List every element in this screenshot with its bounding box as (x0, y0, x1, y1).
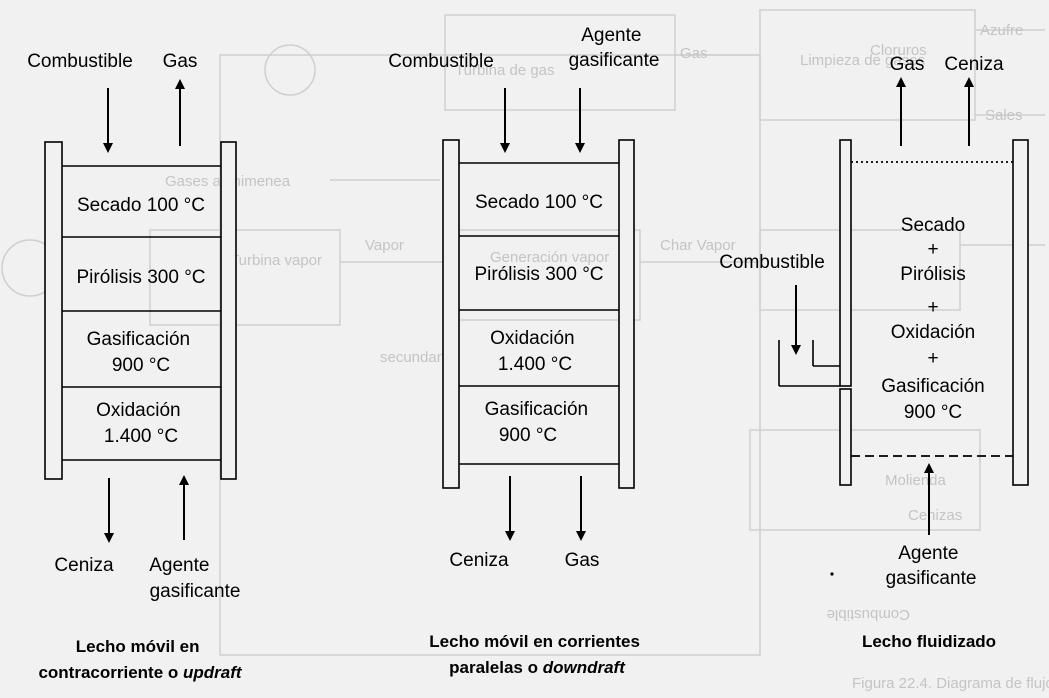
fluidized-agent-line-2: gasificante (886, 568, 977, 589)
ghost-limpieza: Limpieza de gases (800, 52, 925, 69)
fluidized-bed-gasifier: Combustible Gas Ceniza Secado + Pirólisi… (719, 54, 1029, 651)
fluidized-zone-3: Pirólisis (900, 264, 965, 285)
ghost-gas: Gas (680, 45, 708, 62)
fluidized-zone-4: + (927, 297, 938, 318)
ghost-secundario: secundario (380, 349, 453, 366)
ghost-vapor: Vapor (365, 237, 404, 254)
ghost-generacion-vapor: Generación vapor (490, 249, 609, 266)
ghost-cenizas: Cenizas (908, 507, 962, 524)
updraft-zone-2: Pirólisis 300 °C (76, 267, 205, 288)
downdraft-zone-1: Secado 100 °C (475, 192, 603, 213)
updraft-gasifier: Combustible Gas Secado 100 °C Pirólisis … (27, 51, 243, 682)
ghost-generator-1 (264, 44, 316, 96)
fluidized-left-wall-upper (839, 139, 852, 387)
fluidized-out-2: Ceniza (944, 54, 1004, 75)
downdraft-caption-line-1: Lecho móvil en corrientes (429, 632, 640, 651)
updraft-bottom-out: Ceniza (54, 555, 114, 576)
updraft-caption: Lecho móvil en contracorriente o updraft (38, 637, 242, 682)
ghost-gas-turbine-box (444, 14, 676, 111)
ghost-turbina-vapor: Turbina vapor (230, 252, 322, 269)
downdraft-bottom-out-2: Gas (565, 550, 600, 571)
updraft-bottom-in-line-2: gasificante (150, 581, 241, 602)
updraft-zone-4: Oxidación 1.400 °C (96, 400, 186, 447)
downdraft-zone-3: Oxidación 1.400 °C (490, 328, 580, 375)
updraft-zone-3: Gasificación 900 °C (87, 329, 196, 376)
ghost-gen-right-box (759, 229, 961, 311)
fluidized-input-label: Combustible (719, 252, 825, 273)
fluidized-out-1: Gas (890, 54, 925, 75)
background-ghost: Azufre Cloruros Limpieza de gases Sales … (1, 9, 1049, 692)
stray-dot (830, 572, 834, 576)
ghost-cloruros: Cloruros (870, 42, 927, 59)
updraft-caption-line-2: contracorriente o updraft (38, 663, 242, 682)
updraft-zone-4-line-1: Oxidación (96, 400, 181, 421)
ghost-combustible: Combustible (827, 606, 910, 623)
ghost-azufre: Azufre (980, 22, 1023, 39)
downdraft-input-label: Combustible (388, 51, 494, 72)
downdraft-left-wall (442, 139, 460, 489)
fluidized-agent-line-1: Agente (898, 543, 958, 564)
ghost-char-vapor: Char Vapor (660, 237, 736, 254)
fluidized-caption: Lecho fluidizado (862, 632, 996, 651)
ghost-sales: Sales (985, 107, 1023, 124)
updraft-zone-4-line-2: 1.400 °C (104, 426, 178, 447)
downdraft-zone-4-line-1: Gasificación (485, 399, 589, 420)
downdraft-gasifier: Combustible Agente gasificante Secado 10… (388, 25, 659, 677)
fluidized-zone-8: 900 °C (904, 402, 962, 423)
fluidized-left-wall-lower (839, 388, 852, 486)
updraft-bottom-in: Agente gasificante (149, 555, 240, 602)
downdraft-zone-4-line-2: 900 °C (499, 425, 557, 446)
fluidized-zone-2: + (927, 239, 938, 260)
updraft-left-wall (44, 141, 63, 480)
updraft-zone-3-line-1: Gasificación (87, 329, 191, 350)
downdraft-caption-line-2: paralelas o downdraft (449, 658, 626, 677)
fluidized-zone-6: + (927, 348, 938, 369)
fluidized-zone-5: Oxidación (891, 322, 976, 343)
updraft-zone-1: Secado 100 °C (77, 195, 205, 216)
updraft-right-wall (220, 141, 237, 480)
fluidized-zone-1: Secado (901, 215, 965, 236)
fluidized-right-wall (1012, 139, 1029, 486)
downdraft-agent-line-2: gasificante (569, 50, 660, 71)
updraft-output-label: Gas (163, 51, 198, 72)
downdraft-zone-3-line-1: Oxidación (490, 328, 575, 349)
downdraft-zone-3-line-2: 1.400 °C (498, 354, 572, 375)
ghost-mill-box (749, 429, 981, 531)
ghost-cleaning-box (759, 9, 976, 121)
updraft-zone-3-line-2: 900 °C (112, 355, 170, 376)
downdraft-agent-label: Agente gasificante (569, 25, 660, 71)
fluidized-agent-label: Agente gasificante (886, 543, 977, 589)
downdraft-bottom-out-1: Ceniza (449, 550, 509, 571)
ghost-figura: Figura 22.4. Diagrama de flujo de un sis… (852, 675, 1049, 692)
downdraft-agent-line-1: Agente (581, 25, 641, 46)
downdraft-zone-2: Pirólisis 300 °C (474, 264, 603, 285)
updraft-input-label: Combustible (27, 51, 133, 72)
downdraft-zone-4: Gasificación 900 °C (485, 399, 594, 446)
ghost-steam-turbine-box (149, 229, 341, 326)
ghost-molienda: Molienda (885, 472, 947, 489)
updraft-bottom-in-line-1: Agente (149, 555, 209, 576)
updraft-caption-line-1: Lecho móvil en (76, 637, 200, 656)
fluidized-zone-7: Gasificación (881, 376, 985, 397)
downdraft-right-wall (618, 139, 635, 489)
ghost-frame (219, 54, 761, 656)
downdraft-caption: Lecho móvil en corrientes paralelas o do… (429, 632, 644, 677)
ghost-turbina-gas: Turbina de gas (455, 62, 555, 79)
